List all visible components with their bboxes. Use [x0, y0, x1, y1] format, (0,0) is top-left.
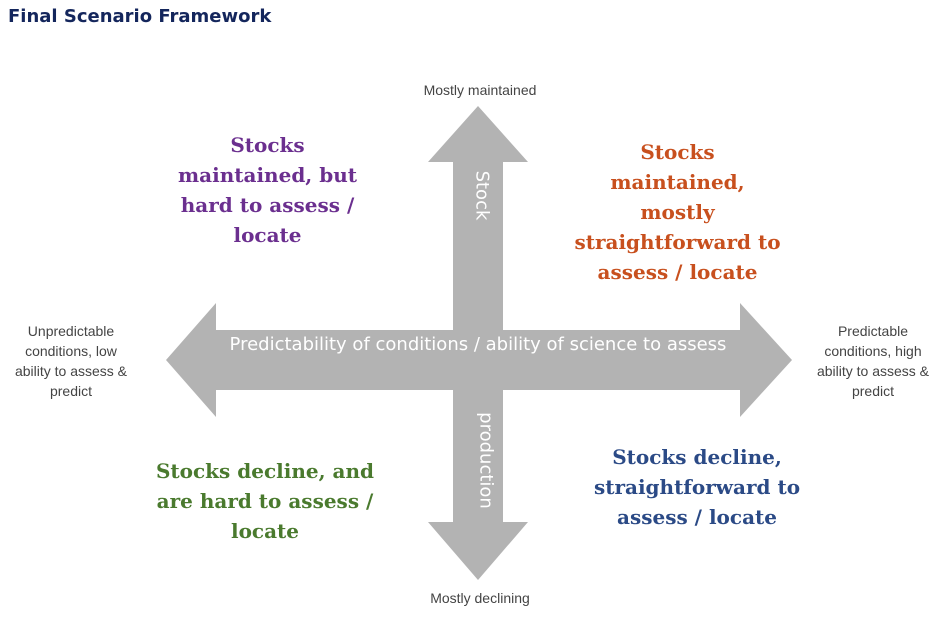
right-axis-label: Predictable conditions, high ability to … — [816, 323, 930, 399]
horizontal-axis-text: Predictability of conditions / ability o… — [229, 334, 727, 355]
left-axis-label: Unpredictable conditions, low ability to… — [14, 323, 128, 399]
quadrant-top-left: Stocks maintained, but hard to assess / … — [178, 133, 357, 247]
bottom-axis-label: Mostly declining — [430, 590, 530, 606]
quadrant-bottom-left: Stocks decline, and are hard to assess /… — [155, 459, 375, 543]
horizontal-axis-arrow — [166, 303, 792, 417]
quadrant-top-right: Stocks maintained, mostly straightforwar… — [574, 140, 781, 284]
page-title: Final Scenario Framework — [8, 6, 272, 27]
top-axis-label: Mostly maintained — [423, 82, 537, 98]
vertical-top-text: Stock — [471, 170, 493, 221]
vertical-bottom-text: production — [475, 412, 497, 509]
quadrant-bottom-right: Stocks decline, straightforward to asses… — [593, 445, 801, 529]
